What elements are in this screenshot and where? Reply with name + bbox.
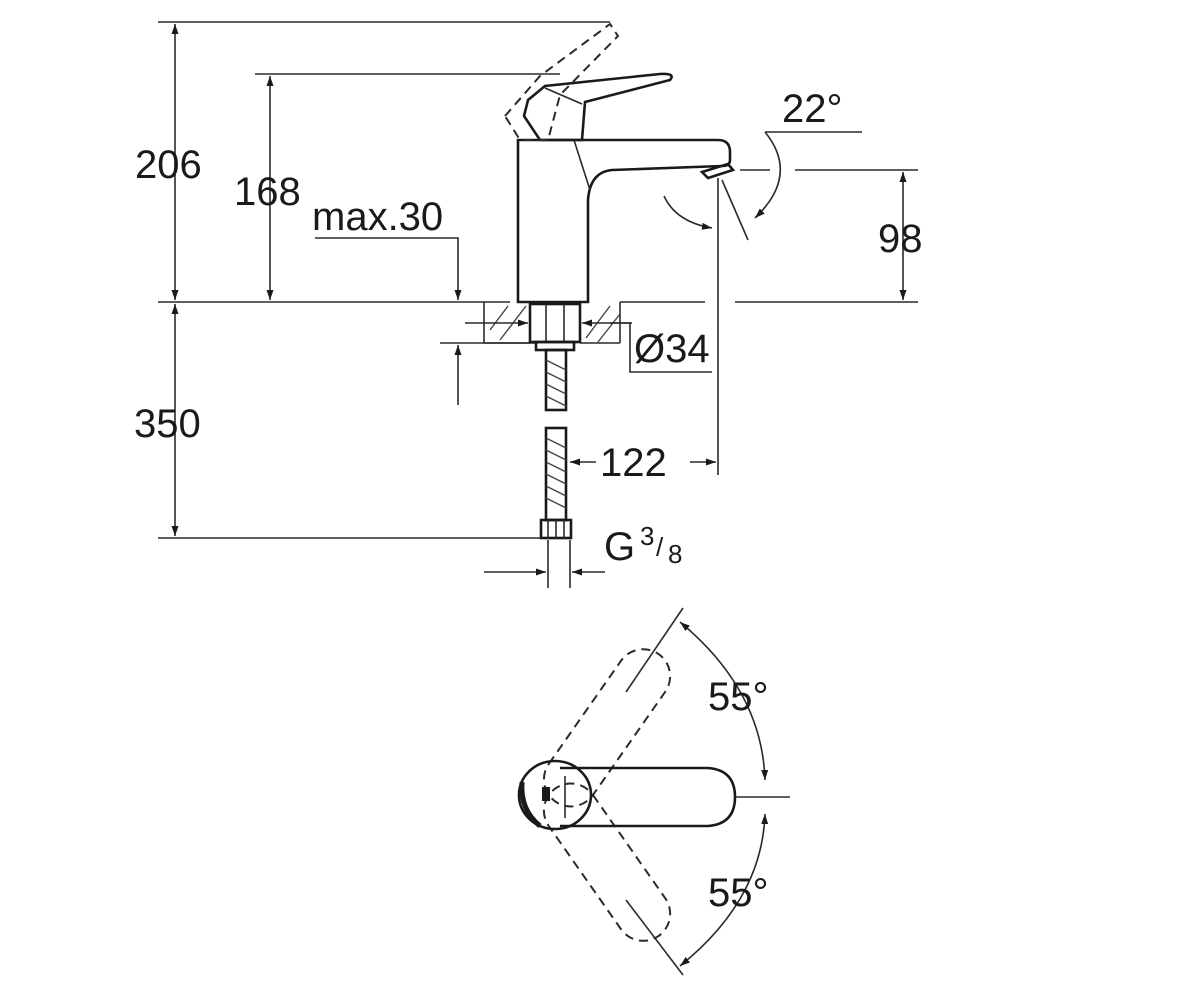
dim-98-label: 98: [878, 217, 923, 261]
spout-angle-ray: [721, 179, 749, 241]
dim-max30-leader: [315, 237, 462, 300]
dim-d34-label: Ø34: [634, 327, 710, 371]
faucet-body: [516, 138, 732, 304]
dim-122-label: 122: [600, 441, 667, 485]
lever-top: [560, 766, 737, 828]
dim-168-label: 168: [234, 170, 301, 214]
swing-label-lower: 55°: [708, 871, 769, 915]
lever-swung-left: [542, 648, 672, 808]
dim-g38-prefix: G: [604, 525, 635, 569]
dim-g38-slash: /: [656, 532, 664, 562]
swing-ref-upper: [625, 607, 684, 693]
spout-angle-arc-left: [663, 195, 713, 230]
aerator-tip: [699, 162, 736, 180]
dim-g38-denominator: 8: [668, 539, 682, 569]
dim-206-label: 206: [135, 143, 202, 187]
lever-swung-right: [542, 782, 672, 942]
side-elevation-view: 206 168 max.30 350 22° 98: [134, 21, 923, 588]
lever-detail: [544, 87, 583, 105]
swing-arc-lower: [679, 813, 769, 967]
indicator-mark: [542, 787, 550, 801]
lever-handle: [522, 72, 673, 142]
spout-upper-edge: [573, 139, 591, 191]
swing-label-upper: 55°: [708, 675, 769, 719]
dim-350-label: 350: [134, 402, 201, 446]
lever-raised-outline: [503, 22, 620, 141]
dim-22deg-label: 22°: [782, 87, 843, 131]
spout-angle-arc: [754, 131, 782, 219]
dim-max30-label: max.30: [312, 195, 443, 239]
countertop-section: [483, 302, 621, 344]
body-top: [517, 759, 593, 831]
mounting-stud: [528, 302, 582, 344]
swing-arc-upper: [679, 621, 769, 781]
dim-g38-numerator: 3: [640, 521, 654, 551]
body-top-shade: [519, 781, 542, 828]
dim-d34-leader: [610, 322, 712, 373]
supply-hose: [539, 348, 573, 540]
plan-view: 55° 55°: [517, 607, 790, 976]
